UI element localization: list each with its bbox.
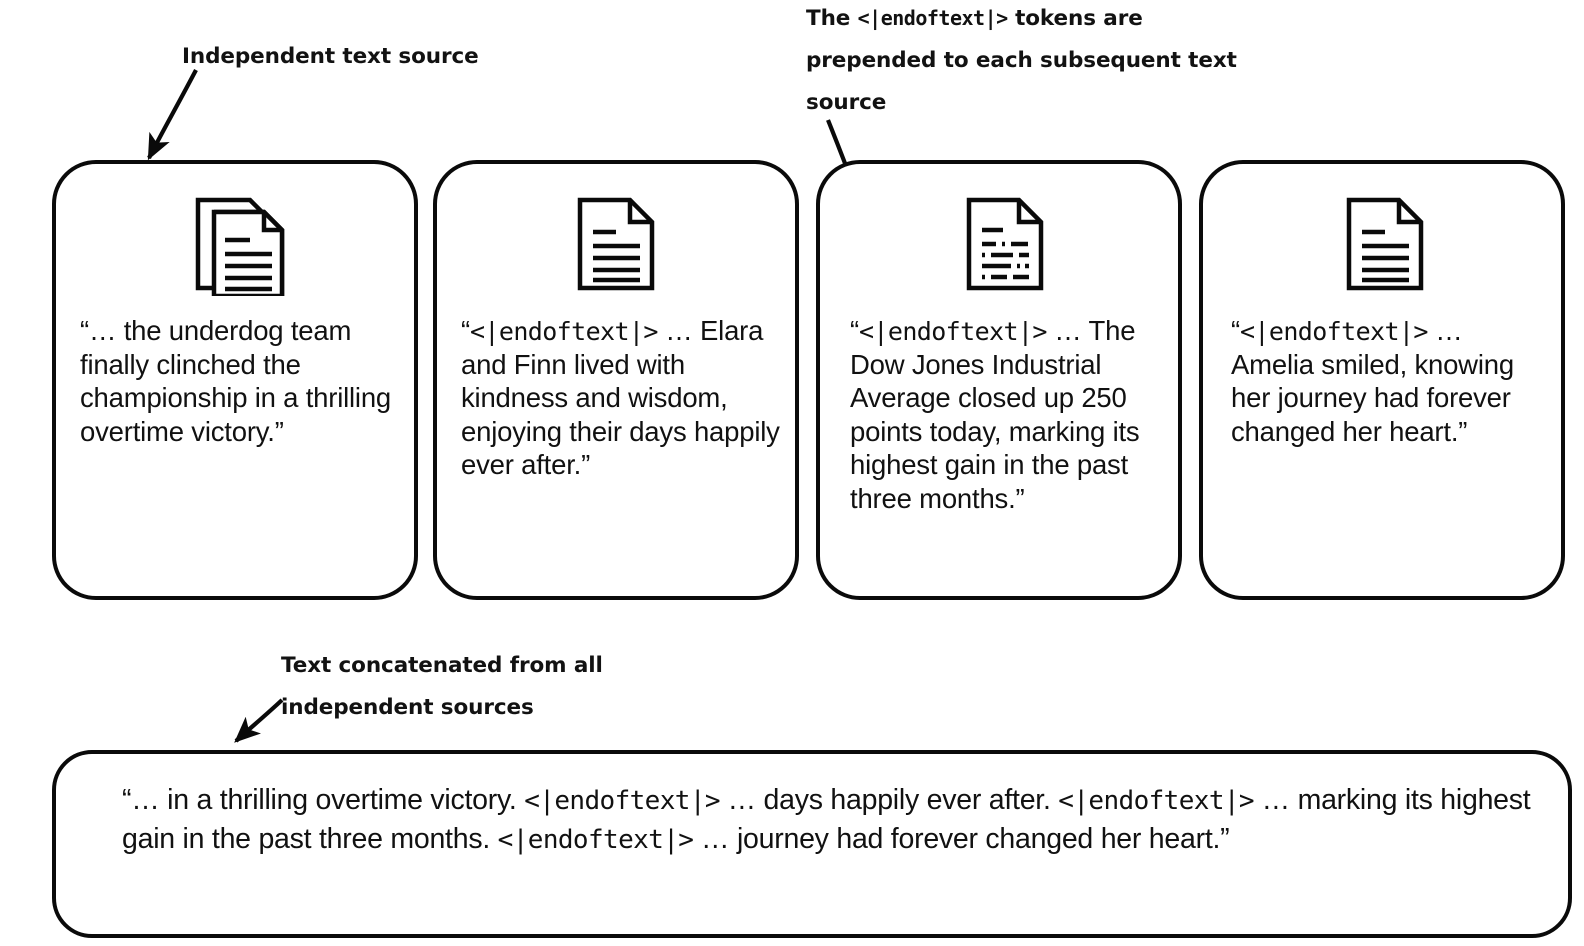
endoftext-token-inline: <|endoftext|>	[857, 6, 1009, 30]
card-text-body: … Amelia smiled, knowing her journey had…	[1231, 315, 1514, 447]
concatenated-text-segment: … marking its highest gain in the past t…	[122, 784, 1531, 856]
text-source-card[interactable]: “… the underdog team finally clinched th…	[52, 160, 418, 600]
card-text: “<|endoftext|> … The Dow Jones Industria…	[850, 314, 1164, 515]
card-text: “<|endoftext|> … Elara and Finn lived wi…	[461, 314, 781, 482]
concatenated-text-segment: … days happily ever after.	[719, 784, 1059, 816]
card-text: “… the underdog team finally clinched th…	[80, 314, 400, 448]
concatenated-text-segment: “… in a thrilling overtime victory.	[122, 784, 525, 816]
label-text-concatenated: Text concatenated from all independent s…	[281, 653, 603, 720]
endoftext-token: <|endoftext|>	[469, 317, 658, 346]
concatenated-text-box[interactable]: “… in a thrilling overtime victory. <|en…	[52, 750, 1572, 938]
card-quote-open: “	[461, 315, 470, 346]
document-icon	[1203, 196, 1561, 292]
document-icon	[437, 196, 795, 292]
label-endoftext-note-suffix: tokens are prepended to each subsequent …	[806, 6, 1237, 115]
text-source-card[interactable]: “<|endoftext|> … Elara and Finn lived wi…	[433, 160, 799, 600]
label-endoftext-note: The <|endoftext|> tokens are prepended t…	[806, 0, 1276, 124]
arrow-concatenated	[234, 698, 284, 743]
card-text: “<|endoftext|> … Amelia smiled, knowing …	[1231, 314, 1547, 448]
document-list-icon	[820, 196, 1178, 292]
endoftext-token: <|endoftext|>	[524, 786, 720, 816]
text-source-card[interactable]: “<|endoftext|> … The Dow Jones Industria…	[816, 160, 1182, 600]
card-text-body: … Elara and Finn lived with kindness and…	[461, 315, 780, 481]
card-quote-open: “	[850, 315, 859, 346]
card-text-body: … The Dow Jones Industrial Average close…	[850, 315, 1140, 514]
endoftext-token: <|endoftext|>	[1239, 317, 1428, 346]
text-source-card[interactable]: “<|endoftext|> … Amelia smiled, knowing …	[1199, 160, 1565, 600]
label-independent-text-source: Independent text source	[182, 44, 479, 69]
card-quote-open: “	[1231, 315, 1240, 346]
endoftext-token: <|endoftext|>	[497, 825, 694, 856]
arrow-independent-source	[147, 69, 198, 161]
endoftext-token: <|endoftext|>	[858, 317, 1047, 346]
endoftext-token: <|endoftext|>	[1058, 786, 1254, 816]
label-endoftext-note-prefix: The	[806, 6, 858, 31]
concatenated-text: “… in a thrilling overtime victory. <|en…	[122, 781, 1544, 860]
concatenated-text-segment: … journey had forever changed her heart.…	[693, 823, 1230, 856]
card-text-body: “… the underdog team finally clinched th…	[80, 315, 392, 447]
stacked-documents-icon	[56, 196, 414, 296]
